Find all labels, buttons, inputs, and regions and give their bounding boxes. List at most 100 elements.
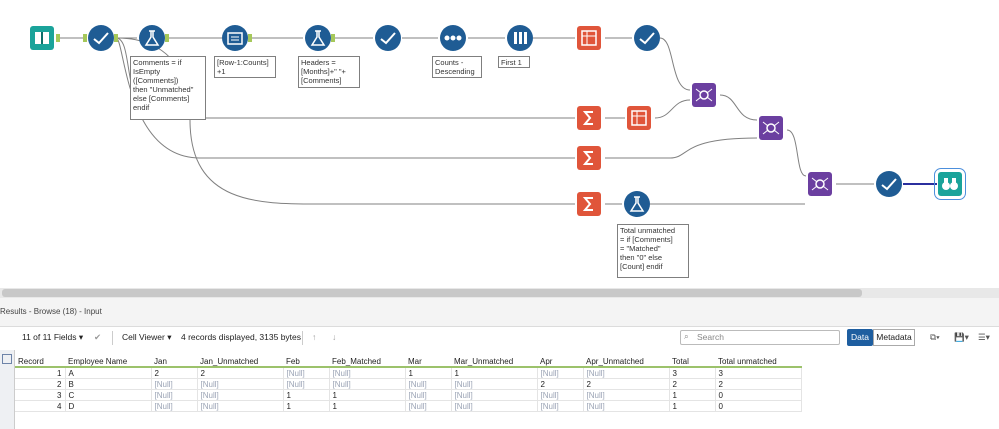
- column-header[interactable]: Total: [669, 356, 715, 368]
- column-header[interactable]: Apr: [537, 356, 583, 368]
- table-cell[interactable]: 1: [329, 400, 406, 412]
- table-cell[interactable]: 0: [715, 389, 802, 401]
- crosstab-tool-icon[interactable]: [577, 26, 601, 50]
- search-input[interactable]: Search: [680, 330, 840, 345]
- crosstab-tool-icon[interactable]: [627, 106, 651, 130]
- options-icon[interactable]: ☰▾: [978, 332, 990, 342]
- table-cell[interactable]: 1: [451, 367, 538, 379]
- summarize-tool-icon[interactable]: [577, 106, 601, 130]
- canvas-horizontal-scrollbar[interactable]: [0, 288, 999, 298]
- table-cell[interactable]: 1: [15, 367, 66, 379]
- table-cell[interactable]: 4: [15, 400, 66, 412]
- join-multiple-icon[interactable]: [759, 116, 783, 140]
- table-cell[interactable]: [Null]: [405, 400, 452, 412]
- table-cell[interactable]: 2: [583, 378, 670, 390]
- table-cell[interactable]: [Null]: [583, 389, 670, 401]
- table-cell[interactable]: 3: [669, 367, 716, 379]
- table-cell[interactable]: [Null]: [537, 367, 584, 379]
- table-cell[interactable]: [Null]: [537, 389, 584, 401]
- join-multiple-icon[interactable]: [808, 172, 832, 196]
- table-cell[interactable]: [Null]: [197, 378, 284, 390]
- arrow-up-icon[interactable]: ↑: [312, 332, 317, 342]
- column-header[interactable]: Total unmatched: [715, 356, 801, 368]
- summarize-tool-icon[interactable]: [577, 192, 601, 216]
- column-header[interactable]: Employee Name: [65, 356, 151, 368]
- table-cell[interactable]: 1: [283, 389, 330, 401]
- table-cell[interactable]: 3: [15, 389, 66, 401]
- table-cell[interactable]: [Null]: [197, 400, 284, 412]
- metadata-view-button[interactable]: Metadata: [873, 329, 915, 346]
- summarize-tool-icon[interactable]: [577, 146, 601, 170]
- column-header[interactable]: Jan_Unmatched: [197, 356, 283, 368]
- table-cell[interactable]: 1: [669, 400, 716, 412]
- table-cell[interactable]: 1: [405, 367, 452, 379]
- join-multiple-icon[interactable]: [692, 83, 716, 107]
- column-header[interactable]: Mar: [405, 356, 451, 368]
- table-cell[interactable]: [Null]: [451, 389, 538, 401]
- sort-tool-icon[interactable]: [440, 25, 466, 51]
- column-header[interactable]: Mar_Unmatched: [451, 356, 537, 368]
- cell-viewer-dropdown[interactable]: Cell Viewer ▾: [122, 332, 172, 343]
- input-data-icon[interactable]: [30, 26, 54, 50]
- table-cell[interactable]: [Null]: [197, 389, 284, 401]
- arrow-down-icon[interactable]: ↓: [332, 332, 337, 342]
- scrollbar-thumb[interactable]: [2, 289, 862, 297]
- annotation-multirow: [Row-1:Counts] +1: [214, 56, 276, 78]
- table-cell[interactable]: [Null]: [151, 378, 198, 390]
- save-icon[interactable]: 💾▾: [954, 332, 969, 342]
- table-cell[interactable]: [Null]: [451, 378, 538, 390]
- browse-tool-icon[interactable]: [934, 168, 966, 200]
- table-cell[interactable]: [Null]: [537, 400, 584, 412]
- table-cell[interactable]: [Null]: [283, 367, 330, 379]
- select-tool-icon[interactable]: [375, 25, 401, 51]
- table-cell[interactable]: [Null]: [583, 400, 670, 412]
- table-cell[interactable]: 2: [15, 378, 66, 390]
- table-cell[interactable]: A: [65, 367, 152, 379]
- check-icon[interactable]: ✔: [94, 332, 102, 342]
- select-tool-icon[interactable]: [634, 25, 660, 51]
- table-cell[interactable]: 2: [537, 378, 584, 390]
- table-cell[interactable]: 1: [669, 389, 716, 401]
- column-header[interactable]: Record: [15, 356, 65, 368]
- table-cell[interactable]: 0: [715, 400, 802, 412]
- table-cell[interactable]: 3: [715, 367, 802, 379]
- table-cell[interactable]: [Null]: [151, 400, 198, 412]
- table-cell[interactable]: 2: [715, 378, 802, 390]
- table-cell[interactable]: [Null]: [583, 367, 670, 379]
- table-cell[interactable]: 2: [197, 367, 284, 379]
- table-cell[interactable]: C: [65, 389, 152, 401]
- table-cell[interactable]: 2: [151, 367, 198, 379]
- column-header[interactable]: Feb: [283, 356, 329, 368]
- table-cell[interactable]: [Null]: [151, 389, 198, 401]
- data-view-button[interactable]: Data: [847, 329, 873, 346]
- formula-tool-icon[interactable]: [305, 25, 331, 51]
- table-cell[interactable]: [Null]: [283, 378, 330, 390]
- table-cell[interactable]: [Null]: [329, 367, 406, 379]
- select-tool-icon[interactable]: [876, 171, 902, 197]
- table-cell[interactable]: B: [65, 378, 152, 390]
- formula-tool-icon[interactable]: [139, 25, 165, 51]
- column-header[interactable]: Feb_Matched: [329, 356, 405, 368]
- workflow-canvas[interactable]: Comments = if IsEmpty ([Comments]) then …: [0, 0, 999, 288]
- select-tool-icon[interactable]: [88, 25, 114, 51]
- table-cell[interactable]: D: [65, 400, 152, 412]
- sample-tool-icon[interactable]: [507, 25, 533, 51]
- formula-tool-icon[interactable]: [624, 191, 650, 217]
- column-header[interactable]: Jan: [151, 356, 197, 368]
- multirow-formula-icon[interactable]: [222, 25, 248, 51]
- table-cell[interactable]: 1: [329, 389, 406, 401]
- table-cell[interactable]: 2: [669, 378, 716, 390]
- table-cell[interactable]: [Null]: [405, 389, 452, 401]
- fields-dropdown[interactable]: 11 of 11 Fields ▾: [22, 332, 83, 343]
- table-cell[interactable]: 1: [283, 400, 330, 412]
- grid-icon[interactable]: [2, 354, 12, 364]
- copy-icon[interactable]: ⧉▾: [930, 332, 940, 342]
- table-cell[interactable]: [Null]: [451, 400, 538, 412]
- column-header[interactable]: Apr_Unmatched: [583, 356, 669, 368]
- table-cell[interactable]: [Null]: [329, 378, 406, 390]
- table-cell[interactable]: [Null]: [405, 378, 452, 390]
